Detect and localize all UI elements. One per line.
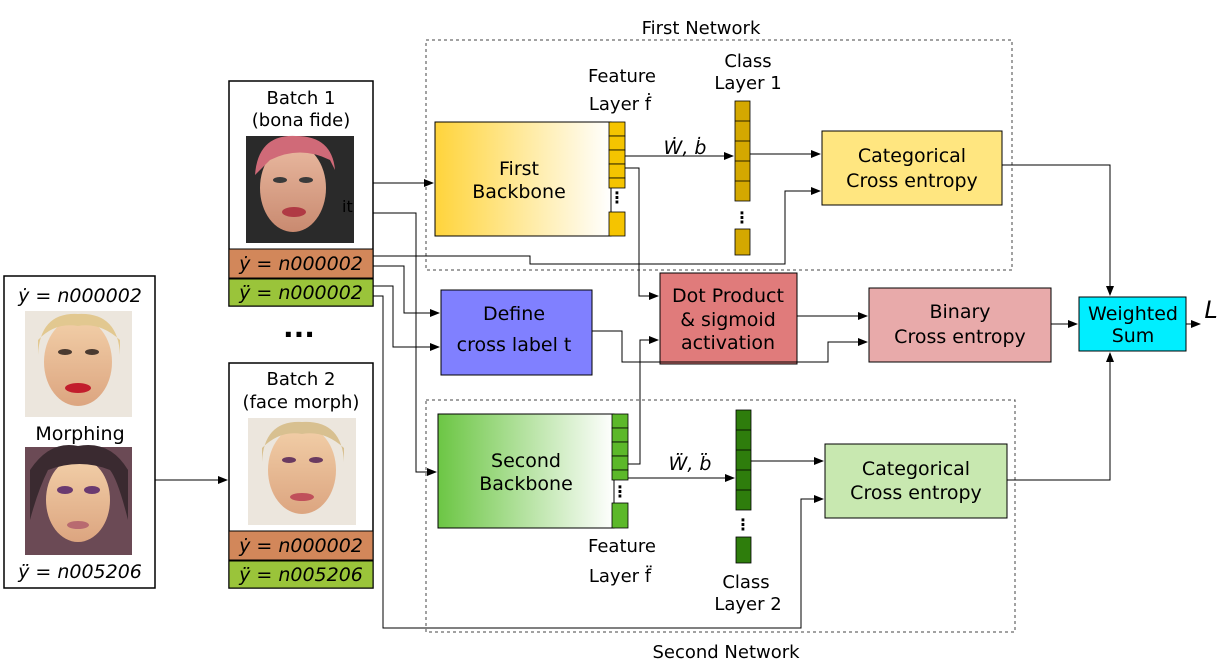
batch-1-subtitle: (bona fide) — [252, 110, 350, 131]
face-image-other-identity — [25, 445, 132, 555]
weighted-sum-line1: Weighted — [1088, 303, 1178, 325]
second-network-region — [425, 399, 1016, 633]
connectors — [155, 150, 1201, 629]
feature-layer-2-line1: Feature — [588, 536, 656, 557]
cce-1-line1: Categorical — [858, 145, 966, 167]
morph-source-label-top: ẏ = n000002 — [17, 285, 142, 307]
feature-layer-2-line2: Layer f̈ — [589, 566, 653, 587]
morph-source-panel: ẏ = n000002 Morphing ÿ = n005206 — [3, 275, 156, 589]
feature-layer-1: ⋮ — [608, 121, 626, 237]
batch-1-label-dot-bg — [228, 248, 374, 279]
class-layer-2-line1: Class — [722, 572, 769, 593]
class-layer-1-line1: Class — [724, 51, 771, 72]
feature-layer-1-line2: Layer ḟ — [589, 93, 652, 115]
categorical-cross-entropy-2: Categorical Cross entropy — [824, 443, 1008, 519]
batch-2-label-dot: ẏ = n000002 — [238, 535, 363, 557]
morph-source-label-bottom: ÿ = n005206 — [17, 561, 142, 583]
weighted-sum-line2: Sum — [1112, 325, 1155, 347]
svg-text:⋮: ⋮ — [734, 208, 750, 227]
face-image-bona-fide-2 — [25, 311, 132, 417]
cce-1-line2: Cross entropy — [846, 170, 978, 192]
batch-1-label-dot: ẏ = n000002 — [238, 253, 363, 275]
cross-label-line2: cross label t — [457, 334, 572, 356]
svg-text:⋮: ⋮ — [612, 482, 628, 501]
second-backbone: Second Backbone — [437, 413, 615, 529]
batch-1-panel: Batch 1 (bona fide) it ẏ = n000002 ÿ = n… — [228, 80, 374, 307]
class-layer-2: ⋮ — [735, 409, 752, 564]
cross-label-line1: Define — [483, 303, 545, 325]
svg-text:it: it — [342, 197, 353, 216]
batch-2-title: Batch 2 — [267, 369, 336, 390]
batch-1-label-ddot-bg — [228, 278, 374, 307]
dot-product-sigmoid-box: Dot Product & sigmoid activation — [659, 272, 798, 365]
second-network-label: Second Network — [652, 642, 800, 663]
cce-2-line2: Cross entropy — [850, 482, 982, 504]
batch-2-label-ddot: ÿ = n005206 — [238, 564, 363, 586]
batch-1-title: Batch 1 — [267, 88, 336, 109]
svg-text:⋮: ⋮ — [609, 188, 625, 207]
class-layer-1-line2: Layer 1 — [714, 73, 781, 94]
feature-layer-2: ⋮ — [611, 413, 629, 529]
categorical-cross-entropy-1: Categorical Cross entropy — [821, 130, 1003, 206]
face-image-bona-fide: it — [246, 135, 354, 243]
first-backbone-line1: First — [499, 158, 539, 180]
morphing-caption: Morphing — [35, 423, 124, 445]
weights-1-label: Ẇ, ḃ — [664, 135, 707, 159]
batch-2-subtitle: (face morph) — [243, 392, 360, 413]
bce-line1: Binary — [929, 301, 990, 323]
second-backbone-line1: Second — [491, 450, 561, 472]
loss-label: L — [1204, 296, 1217, 324]
weights-2-label: Ẅ, b̈ — [669, 452, 712, 475]
face-image-morph — [248, 418, 356, 525]
define-cross-label-box: Define cross label t — [440, 289, 593, 376]
svg-text:⋮: ⋮ — [735, 515, 751, 534]
class-layer-1: ⋮ — [734, 100, 751, 256]
dot-product-line3: activation — [681, 332, 775, 354]
batch-1-label-ddot: ÿ = n000002 — [238, 282, 363, 304]
first-network-label: First Network — [642, 18, 761, 39]
first-backbone: First Backbone — [434, 121, 612, 237]
batch-ellipsis: ... — [283, 311, 315, 344]
class-layer-2-line2: Layer 2 — [714, 594, 781, 615]
dot-product-line1: Dot Product — [672, 285, 784, 307]
second-backbone-line2: Backbone — [479, 473, 573, 495]
cce-2-line1: Categorical — [862, 458, 970, 480]
first-backbone-line2: Backbone — [472, 181, 566, 203]
bce-line2: Cross entropy — [894, 326, 1026, 348]
batch-2-label-dot-bg — [228, 530, 374, 561]
dot-product-line2: & sigmoid — [680, 309, 776, 331]
batch-2-panel: Batch 2 (face morph) ẏ = n000002 ÿ = n00… — [228, 362, 374, 589]
binary-cross-entropy-box: Binary Cross entropy — [868, 287, 1052, 363]
weighted-sum-box: Weighted Sum — [1078, 296, 1187, 352]
batch-2-label-ddot-bg — [228, 560, 374, 589]
feature-layer-1-line1: Feature — [588, 66, 656, 87]
